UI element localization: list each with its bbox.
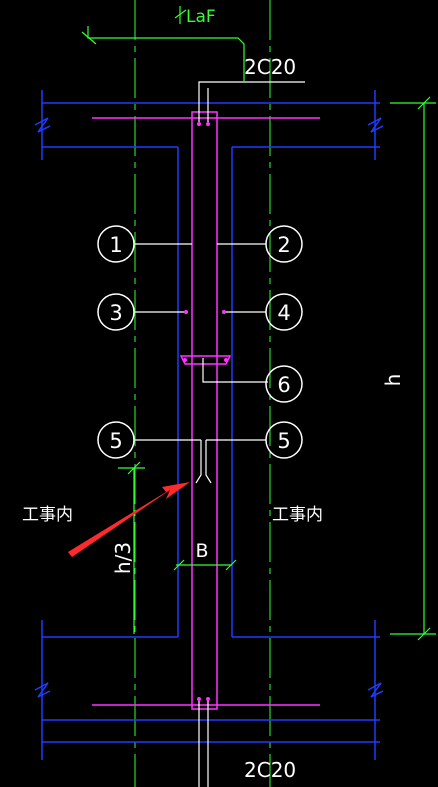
center-lines — [134, 0, 271, 787]
callout-5-right-circle — [265, 421, 303, 459]
rebar-top-label: 2C20 — [244, 55, 296, 79]
callout-3-label: 3 — [109, 301, 122, 325]
rebars — [195, 81, 305, 787]
anchor-dimension — [81, 6, 245, 82]
callout-2-label: 2 — [277, 233, 290, 257]
callout-4-label: 4 — [277, 301, 290, 325]
callout-5-left-label: 5 — [109, 429, 122, 453]
width-label: B — [195, 540, 208, 562]
column-outline — [92, 111, 320, 710]
callout-2-circle — [265, 225, 303, 263]
red-arrow — [68, 482, 190, 557]
height-dimension — [390, 96, 436, 641]
room-left-label: 工事内 — [22, 505, 73, 525]
anchor-length-label: LaF — [186, 7, 216, 27]
callout-3-circle — [97, 293, 135, 331]
callout-4-circle — [265, 293, 303, 331]
wall-outlines — [34, 90, 384, 760]
callout-5-right-label: 5 — [277, 429, 290, 453]
third-height-label: h/3 — [111, 542, 135, 574]
callout-6-label: 6 — [277, 373, 290, 397]
callout-1-label: 1 — [109, 233, 122, 257]
width-dimension — [173, 559, 237, 571]
room-right-label: 工事内 — [272, 505, 323, 525]
callout-6-circle — [265, 365, 303, 403]
callout-circles — [97, 225, 303, 459]
third-height-dimension — [118, 461, 145, 634]
leader-lines — [135, 243, 266, 441]
rebar-dots — [183, 122, 228, 701]
callout-5-left-circle — [97, 421, 135, 459]
height-label: h — [381, 374, 405, 387]
rebar-bottom-label: 2C20 — [244, 758, 296, 782]
callout-1-circle — [97, 225, 135, 263]
